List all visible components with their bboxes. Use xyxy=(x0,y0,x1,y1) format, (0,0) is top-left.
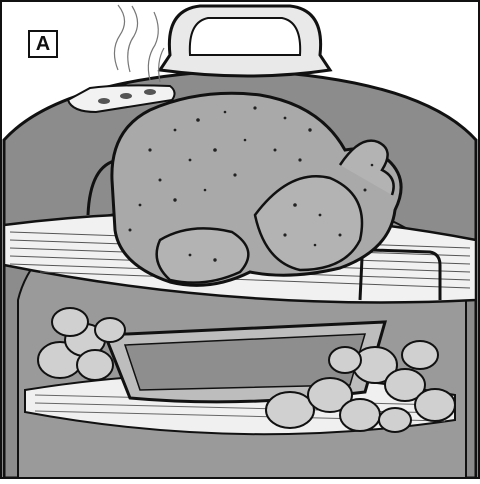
lid-handle-inner xyxy=(190,18,300,55)
panel-label: A xyxy=(28,30,58,58)
